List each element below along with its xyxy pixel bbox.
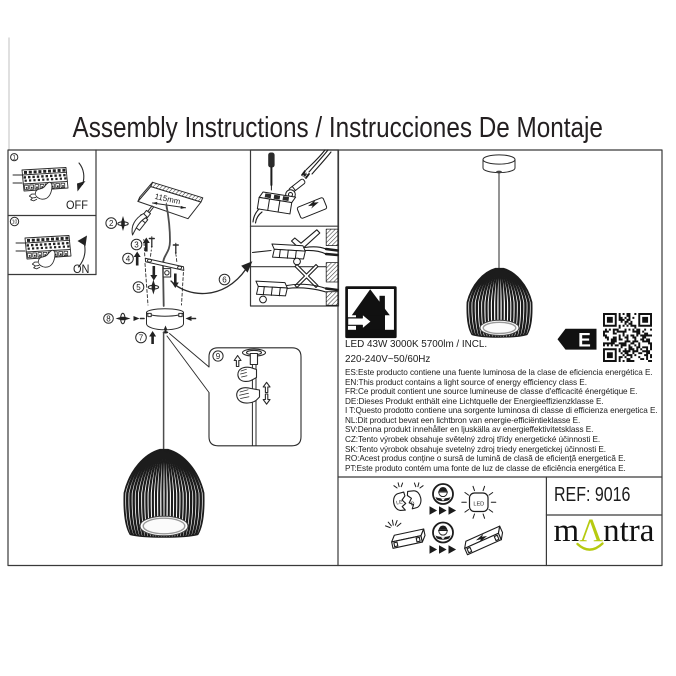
svg-text:9: 9 (216, 352, 221, 361)
svg-text:D: D (410, 501, 415, 508)
svg-text:1: 1 (13, 156, 17, 162)
svg-text:8: 8 (106, 315, 111, 324)
svg-text:6: 6 (222, 276, 227, 285)
svg-text:3: 3 (134, 241, 139, 250)
svg-text:LED: LED (473, 501, 484, 507)
svg-text:E: E (578, 331, 591, 352)
svg-text:7: 7 (139, 334, 144, 343)
svg-text:LE: LE (396, 499, 404, 506)
svg-text:5: 5 (136, 283, 141, 292)
svg-text:2: 2 (109, 219, 114, 228)
svg-text:4: 4 (126, 255, 131, 264)
svg-text:10: 10 (12, 220, 18, 226)
